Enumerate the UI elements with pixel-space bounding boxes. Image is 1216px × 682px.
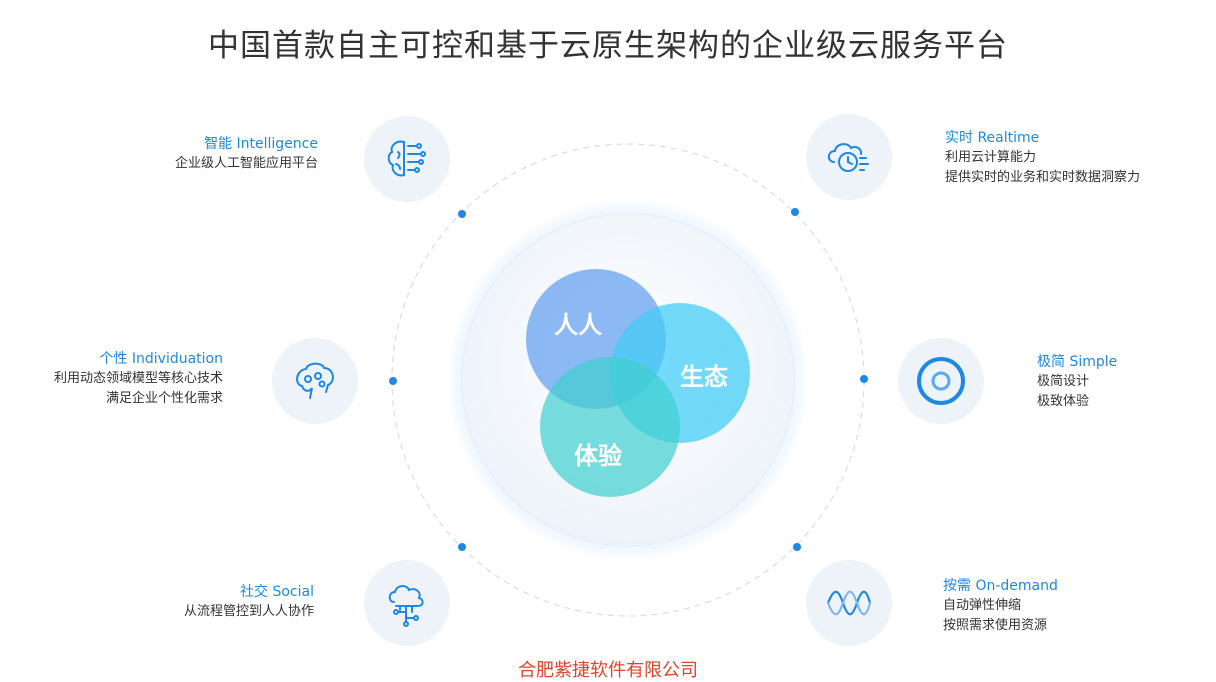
company-name: 合肥紫捷软件有限公司	[518, 660, 698, 681]
venn-circle-c	[540, 357, 680, 497]
venn-label-c: 体验	[574, 442, 622, 470]
feature-realtime: 实时 Realtime 利用云计算能力 提供实时的业务和实时数据洞察力	[945, 128, 1205, 188]
target-ring-icon	[917, 357, 965, 405]
feature-line: 极简设计	[1037, 374, 1090, 389]
orbit-dot	[458, 210, 466, 218]
feature-heading: 智能 Intelligence	[204, 136, 318, 152]
wave-icon	[826, 590, 872, 616]
orbit-dot	[791, 208, 799, 216]
realtime-bubble	[806, 114, 892, 200]
orbit-dot	[793, 543, 801, 551]
feature-social: 社交 Social 从流程管控到人人协作	[90, 582, 314, 622]
feature-line: 极致体验	[1037, 394, 1090, 409]
cloud-network-icon	[388, 585, 424, 627]
feature-heading: 按需 On-demand	[943, 578, 1058, 594]
feature-line: 按照需求使用资源	[943, 618, 1048, 633]
venn-label-a: 人人	[554, 311, 602, 339]
feature-line: 满足企业个性化需求	[105, 391, 223, 406]
social-bubble	[364, 560, 450, 646]
feature-line: 自动弹性伸缩	[943, 598, 1022, 613]
individuation-bubble	[272, 338, 358, 424]
orbit-dot	[389, 377, 397, 385]
brain-circuit-icon	[387, 140, 426, 177]
feature-line: 企业级人工智能应用平台	[174, 156, 318, 171]
feature-ondemand: 按需 On-demand 自动弹性伸缩 按照需求使用资源	[943, 576, 1203, 636]
feature-heading: 极简 Simple	[1037, 354, 1118, 370]
feature-heading: 个性 Individuation	[99, 351, 223, 367]
feature-line: 利用动态领域模型等核心技术	[53, 371, 223, 386]
cloud-clock-icon	[827, 143, 869, 172]
venn-label-b: 生态	[680, 363, 728, 391]
feature-individuation: 个性 Individuation 利用动态领域模型等核心技术 满足企业个性化需求	[0, 349, 223, 409]
ondemand-bubble	[806, 560, 892, 646]
feature-intelligence: 智能 Intelligence 企业级人工智能应用平台	[90, 134, 318, 174]
feature-heading: 社交 Social	[240, 584, 314, 600]
page-title: 中国首款自主可控和基于云原生架构的企业级云服务平台	[208, 28, 1008, 64]
head-gears-icon	[296, 362, 334, 399]
simple-bubble	[898, 338, 984, 424]
orbit-dot	[860, 375, 868, 383]
feature-heading: 实时 Realtime	[945, 130, 1040, 146]
feature-line: 利用云计算能力	[945, 150, 1037, 165]
orbit-dot	[458, 543, 466, 551]
intelligence-bubble	[364, 116, 450, 202]
feature-line: 提供实时的业务和实时数据洞察力	[945, 170, 1141, 185]
feature-simple: 极简 Simple 极简设计 极致体验	[1037, 352, 1207, 412]
feature-line: 从流程管控到人人协作	[183, 604, 314, 619]
